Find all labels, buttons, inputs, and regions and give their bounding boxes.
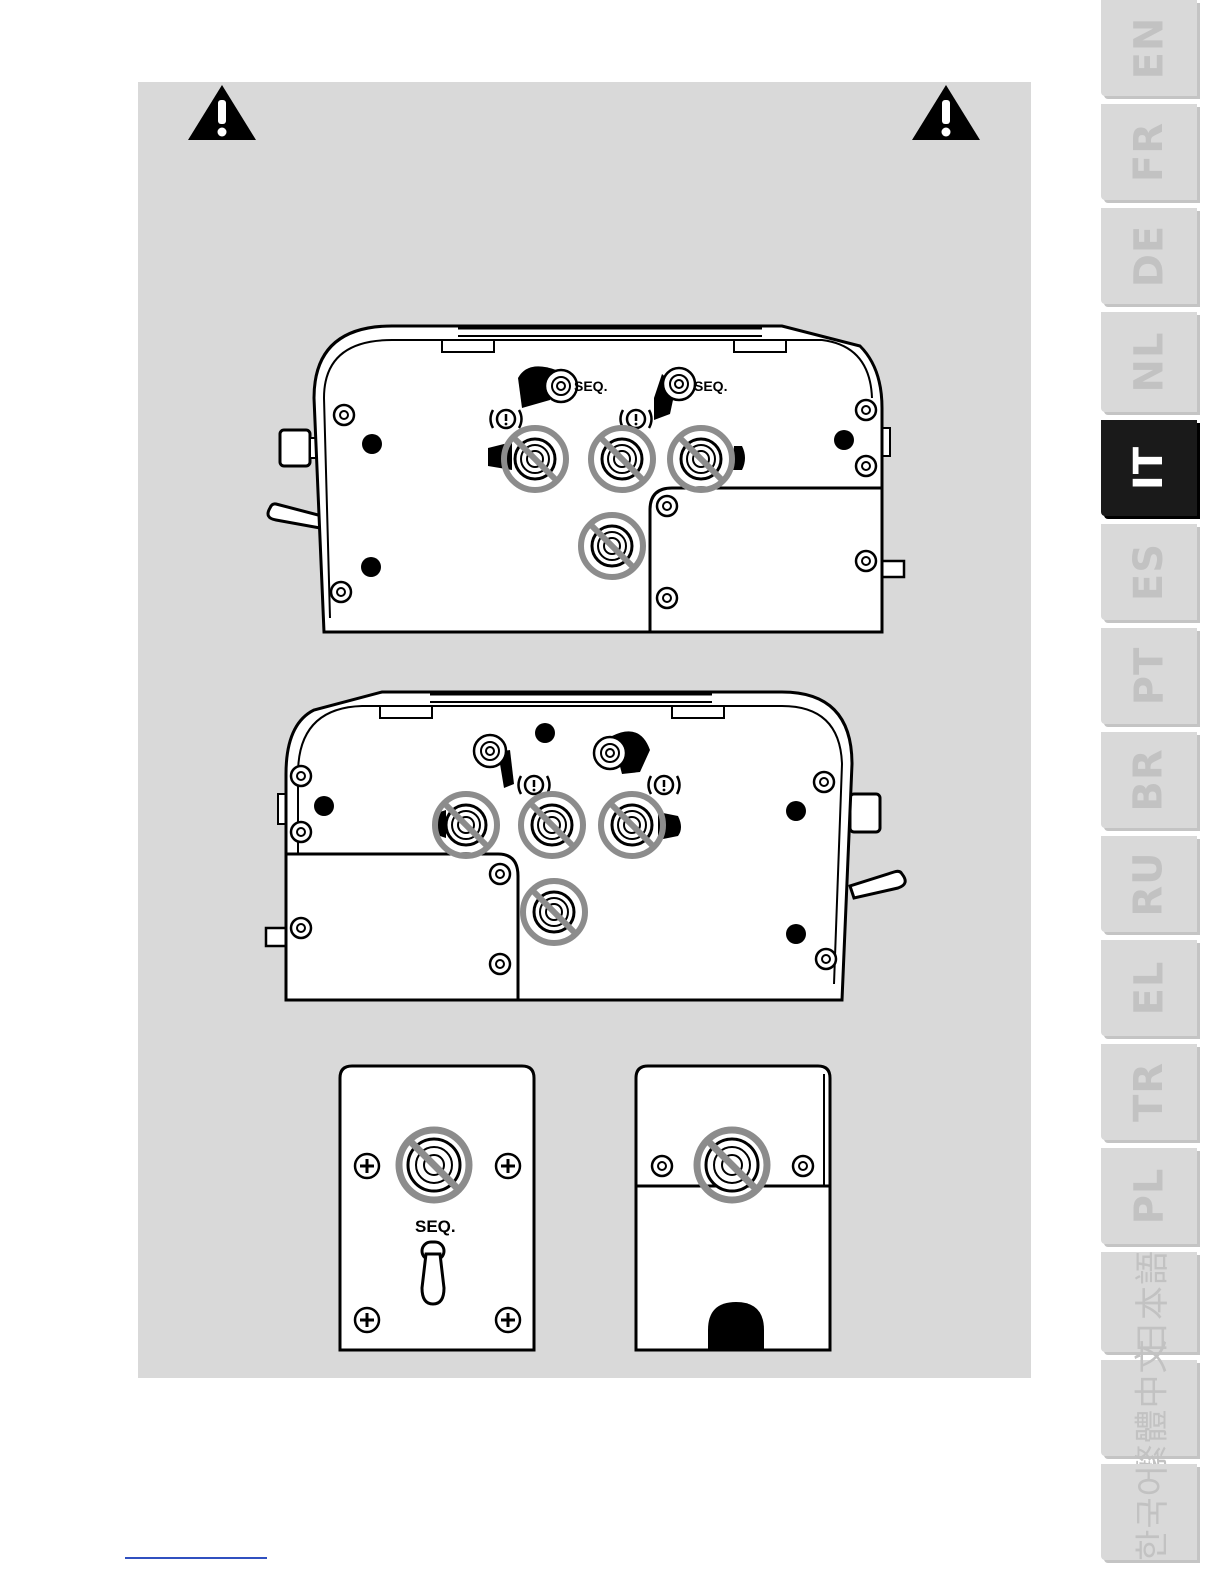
warning-triangle-icon xyxy=(910,82,982,142)
tab-lang-fr[interactable]: FR xyxy=(1101,104,1197,200)
base-view-2 xyxy=(262,684,912,1006)
tab-label: PT xyxy=(1126,647,1172,706)
tab-label: EN xyxy=(1126,17,1172,80)
seq-label: SEQ. xyxy=(694,378,727,394)
tab-label: 繁體中文 xyxy=(1125,1338,1174,1478)
tab-lang-pl[interactable]: PL xyxy=(1101,1148,1197,1244)
warning-triangle-icon xyxy=(186,82,258,142)
tab-label: IT xyxy=(1126,446,1172,490)
tab-label: BR xyxy=(1126,748,1172,811)
detail-panel-port xyxy=(632,1062,834,1354)
seq-label-detail: SEQ. xyxy=(415,1217,456,1236)
detail-panel-seq: SEQ. xyxy=(336,1062,538,1354)
tab-lang-ru[interactable]: RU xyxy=(1101,836,1197,932)
tab-lang-es[interactable]: ES xyxy=(1101,524,1197,620)
tab-lang-nl[interactable]: NL xyxy=(1101,312,1197,412)
tab-lang-zh-tw[interactable]: 繁體中文 xyxy=(1101,1360,1197,1456)
tab-lang-it[interactable]: IT xyxy=(1101,420,1197,516)
tab-lang-ja[interactable]: 日本語 xyxy=(1101,1252,1197,1352)
tab-label: ES xyxy=(1126,543,1172,601)
tab-lang-tr[interactable]: TR xyxy=(1101,1044,1197,1140)
tab-lang-br[interactable]: BR xyxy=(1101,732,1197,828)
tab-label: FR xyxy=(1126,122,1172,182)
base-view-1: SEQ. SEQ. xyxy=(262,318,912,640)
tab-label: RU xyxy=(1126,851,1172,916)
tab-lang-el[interactable]: EL xyxy=(1101,940,1197,1036)
tab-lang-de[interactable]: DE xyxy=(1101,208,1197,304)
tab-label: EL xyxy=(1126,961,1172,1016)
tab-label: NL xyxy=(1126,332,1172,393)
footer-rule xyxy=(125,1557,267,1559)
tab-lang-en[interactable]: EN xyxy=(1101,0,1197,96)
seq-label: SEQ. xyxy=(574,378,607,394)
language-tabs: EN FR DE NL IT ES PT BR RU EL TR PL 日本語 … xyxy=(1101,0,1197,1584)
tab-label: PL xyxy=(1126,1168,1172,1225)
tab-lang-pt[interactable]: PT xyxy=(1101,628,1197,724)
tab-label: 한국어 xyxy=(1125,1464,1174,1561)
tab-label: TR xyxy=(1126,1062,1172,1122)
tab-lang-ko[interactable]: 한국어 xyxy=(1101,1464,1197,1560)
tab-label: DE xyxy=(1126,225,1172,288)
